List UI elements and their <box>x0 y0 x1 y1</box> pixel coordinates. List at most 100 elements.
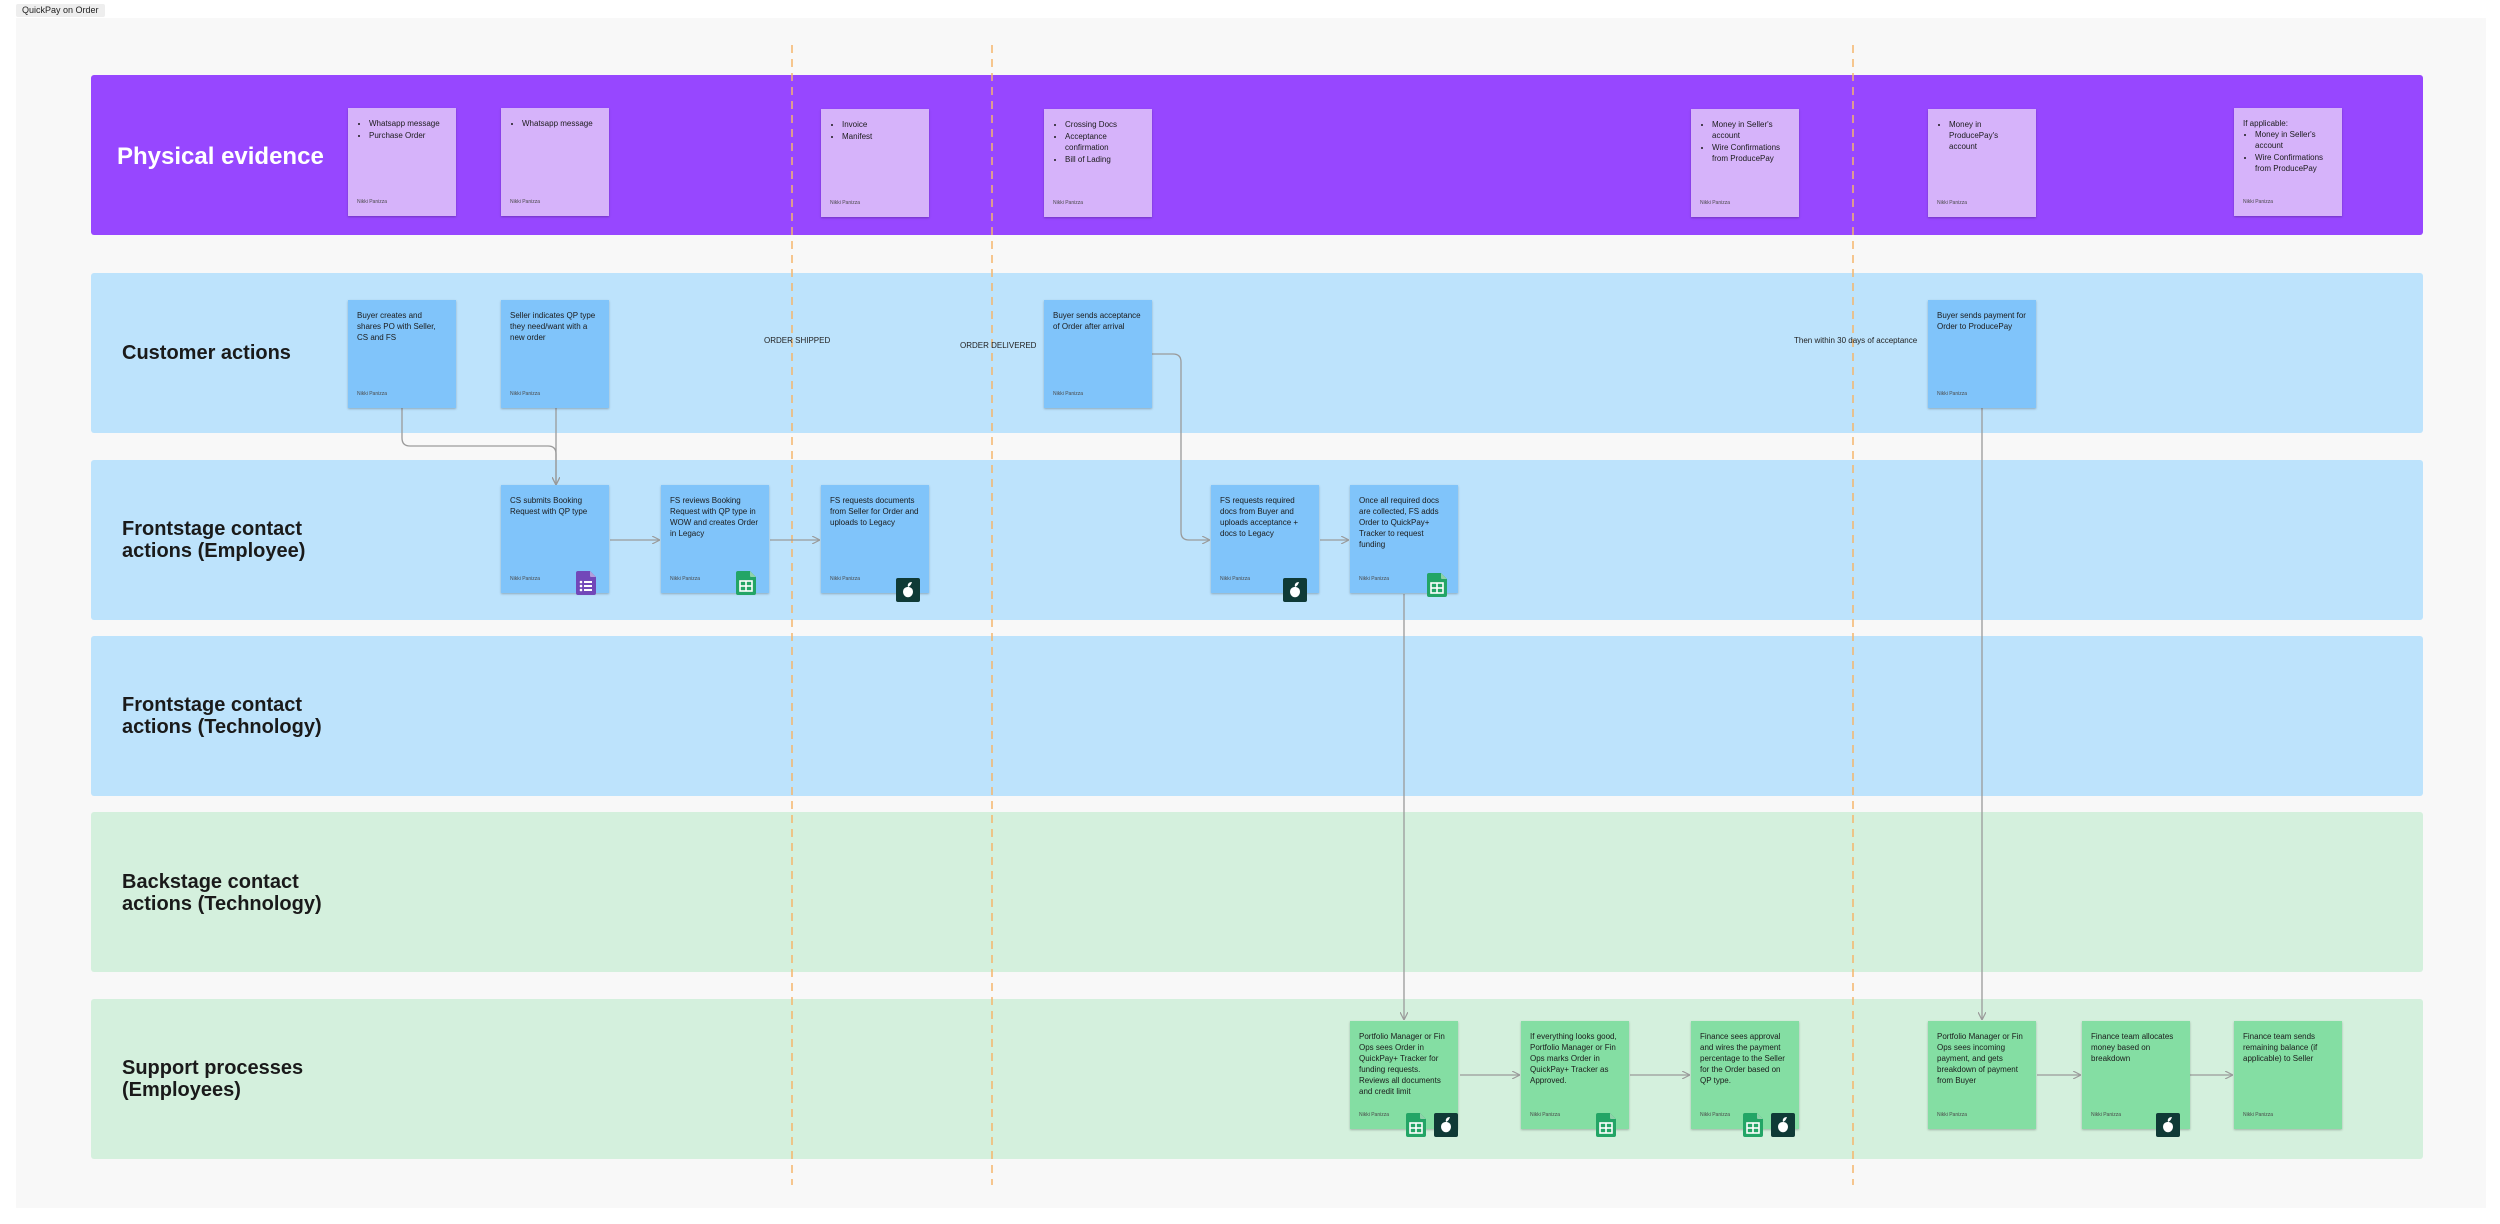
note-bullet: Bill of Lading <box>1065 154 1143 165</box>
note-author: Nikki Panizza <box>830 576 861 582</box>
sticky-note-support[interactable]: Finance team sends remaining balance (if… <box>2234 1021 2342 1129</box>
lane-title-frontstage-technology: Frontstage contact actions (Technology) <box>122 694 322 738</box>
google-sheets-icon <box>1406 1113 1426 1137</box>
google-sheets-icon <box>1427 573 1447 597</box>
phase-label-order-delivered: ORDER DELIVERED <box>960 341 1037 350</box>
lane-title-physical: Physical evidence <box>117 143 324 170</box>
sticky-note-customer[interactable]: Buyer sends acceptance of Order after ar… <box>1044 300 1152 408</box>
sticky-note-customer[interactable]: Buyer sends payment for Order to Produce… <box>1928 300 2036 408</box>
note-bullet: Whatsapp message <box>369 118 447 129</box>
sticky-note-physical[interactable]: Whatsapp message Nikki Panizza <box>501 108 609 216</box>
lane-title-backstage-technology: Backstage contact actions (Technology) <box>122 871 322 915</box>
note-text: If everything looks good, Portfolio Mana… <box>1530 1032 1617 1085</box>
note-text: Seller indicates QP type they need/want … <box>510 311 596 342</box>
google-sheets-icon <box>1596 1113 1616 1137</box>
note-text: FS requests documents from Seller for Or… <box>830 496 919 527</box>
producepay-icon <box>896 578 920 602</box>
google-forms-icon <box>576 571 596 595</box>
note-author: Nikki Panizza <box>1530 1112 1561 1118</box>
frame-label[interactable]: QuickPay on Order <box>16 4 105 17</box>
lane-frontstage-technology <box>91 636 2423 796</box>
note-bullet: Invoice <box>842 119 920 130</box>
note-text: Buyer sends acceptance of Order after ar… <box>1053 311 1141 331</box>
note-intro: If applicable: <box>2243 119 2288 128</box>
google-sheets-icon <box>736 571 756 595</box>
note-text: FS reviews Booking Request with QP type … <box>670 496 759 538</box>
note-bullet: Acceptance confirmation <box>1065 131 1143 153</box>
phase-lines <box>791 45 1854 1185</box>
sticky-note-physical[interactable]: If applicable: Money in Seller's account… <box>2234 108 2342 216</box>
sticky-note-customer[interactable]: Buyer creates and shares PO with Seller,… <box>348 300 456 408</box>
lane-title-frontstage-employee: Frontstage contact actions (Employee) <box>122 518 305 562</box>
note-author: Nikki Panizza <box>510 576 541 582</box>
note-bullet: Whatsapp message <box>522 118 600 129</box>
note-text: Once all required docs are collected, FS… <box>1359 496 1440 549</box>
note-author: Nikki Panizza <box>1937 391 1968 397</box>
sticky-note-support[interactable]: Finance sees approval and wires the paym… <box>1691 1021 1799 1129</box>
note-author: Nikki Panizza <box>1359 576 1390 582</box>
note-author: Nikki Panizza <box>830 200 861 206</box>
note-author: Nikki Panizza <box>510 391 541 397</box>
lane-title-customer: Customer actions <box>122 342 291 364</box>
producepay-icon <box>2156 1113 2180 1137</box>
note-author: Nikki Panizza <box>1700 1112 1731 1118</box>
note-author: Nikki Panizza <box>510 199 541 205</box>
sticky-note-frontstage[interactable]: FS requests required docs from Buyer and… <box>1211 485 1319 593</box>
phase-label-within-30-days: Then within 30 days of acceptance <box>1794 336 1918 345</box>
connector-po-to-booking <box>401 408 556 484</box>
note-author: Nikki Panizza <box>2243 199 2274 205</box>
producepay-icon <box>1283 578 1307 602</box>
note-author: Nikki Panizza <box>1359 1112 1390 1118</box>
note-text: Finance team sends remaining balance (if… <box>2243 1032 2318 1063</box>
sticky-note-physical[interactable]: InvoiceManifest Nikki Panizza <box>821 109 929 217</box>
note-author: Nikki Panizza <box>670 576 701 582</box>
sticky-note-physical[interactable]: Crossing DocsAcceptance confirmationBill… <box>1044 109 1152 217</box>
phase-label-order-shipped: ORDER SHIPPED <box>764 336 831 345</box>
note-bullet: Crossing Docs <box>1065 119 1143 130</box>
note-author: Nikki Panizza <box>2091 1112 2122 1118</box>
lane-title-line: Support processes <box>122 1057 304 1079</box>
note-bullet: Money in Seller's account <box>1712 119 1790 141</box>
note-text: Portfolio Manager or Fin Ops sees incomi… <box>1937 1032 2023 1085</box>
producepay-icon <box>1434 1113 1458 1137</box>
lane-title-line: (Employees) <box>122 1079 241 1101</box>
producepay-icon <box>1771 1113 1795 1137</box>
sticky-note-support[interactable]: Portfolio Manager or Fin Ops sees Order … <box>1350 1021 1458 1129</box>
note-author: Nikki Panizza <box>1937 200 1968 206</box>
note-bullet: Wire Confirmations from ProducePay <box>2255 152 2333 174</box>
note-author: Nikki Panizza <box>1220 576 1251 582</box>
note-text: Finance team allocates money based on br… <box>2091 1032 2174 1063</box>
sticky-note-physical[interactable]: Money in Seller's accountWire Confirmati… <box>1691 109 1799 217</box>
note-text: Finance sees approval and wires the paym… <box>1700 1032 1785 1085</box>
sticky-note-frontstage[interactable]: FS reviews Booking Request with QP type … <box>661 485 769 593</box>
note-author: Nikki Panizza <box>1053 200 1084 206</box>
note-bullet: Purchase Order <box>369 130 447 141</box>
sticky-note-support[interactable]: Portfolio Manager or Fin Ops sees incomi… <box>1928 1021 2036 1129</box>
sticky-note-physical[interactable]: Money in ProducePay's account Nikki Pani… <box>1928 109 2036 217</box>
connector-acceptance-to-buyer-docs <box>1152 353 1209 540</box>
note-author: Nikki Panizza <box>1700 200 1731 206</box>
note-bullet: Money in Seller's account <box>2255 129 2333 151</box>
lane-title-line: Frontstage contact <box>122 694 303 716</box>
sticky-note-frontstage[interactable]: FS requests documents from Seller for Or… <box>821 485 929 593</box>
lane-title-support: Support processes (Employees) <box>122 1057 303 1101</box>
note-author: Nikki Panizza <box>357 199 388 205</box>
note-text: Buyer creates and shares PO with Seller,… <box>357 311 436 342</box>
sticky-note-support[interactable]: Finance team allocates money based on br… <box>2082 1021 2190 1129</box>
lane-title-line: Backstage contact <box>122 871 299 893</box>
sticky-note-customer[interactable]: Seller indicates QP type they need/want … <box>501 300 609 408</box>
sticky-note-physical[interactable]: Whatsapp messagePurchase Order Nikki Pan… <box>348 108 456 216</box>
note-author: Nikki Panizza <box>1053 391 1084 397</box>
note-text: FS requests required docs from Buyer and… <box>1220 496 1299 538</box>
note-text: Buyer sends payment for Order to Produce… <box>1937 311 2026 331</box>
connectors <box>401 353 2232 1075</box>
note-bullet: Money in ProducePay's account <box>1949 119 2027 152</box>
note-author: Nikki Panizza <box>357 391 388 397</box>
lane-title-line: actions (Technology) <box>122 716 322 738</box>
note-author: Nikki Panizza <box>2243 1112 2274 1118</box>
lane-title-line: Frontstage contact <box>122 518 303 540</box>
note-bullet: Manifest <box>842 131 920 142</box>
sticky-note-support[interactable]: If everything looks good, Portfolio Mana… <box>1521 1021 1629 1129</box>
note-text: CS submits Booking Request with QP type <box>510 496 588 516</box>
